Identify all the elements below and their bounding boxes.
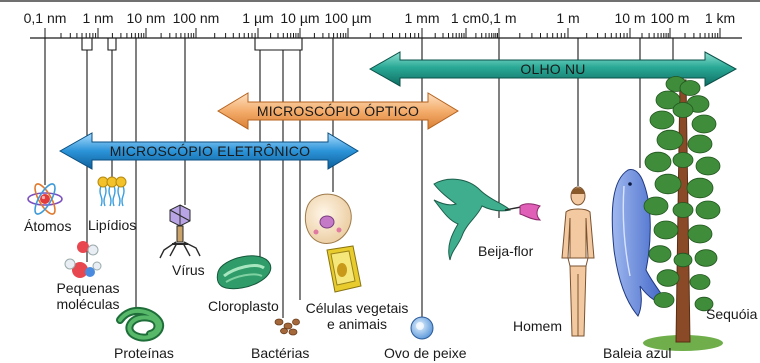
scale-tick-label: 100 m [651, 10, 690, 26]
scale-tick-label: 0,1 nm [24, 10, 67, 26]
lipids-label: Lipídios [88, 217, 136, 233]
atoms-label: Átomos [24, 218, 71, 234]
electron-microscope-label: MICROSCÓPIO ELETRÔNICO [110, 143, 310, 159]
scale-tick-label: 10 m [614, 10, 645, 26]
cells-label: Células vegetais e animais [302, 300, 412, 332]
scale-tick-label: 1 cm [451, 10, 481, 26]
foliage-clump [696, 157, 720, 175]
small-molecules-icon [65, 241, 101, 278]
foliage-clump [673, 153, 693, 168]
scale-axis [30, 28, 742, 38]
cells-icon [305, 194, 361, 292]
atom-icon [28, 181, 62, 216]
fish-egg-label: Ovo de peixe [384, 345, 467, 361]
sequoia-label: Sequóia [706, 306, 757, 322]
small-molecules-label-line-2: moléculas [52, 296, 124, 312]
naked-eye-label: OLHO NU [520, 61, 585, 77]
viruses-label: Vírus [172, 262, 205, 278]
scale-tick-label: 10 µm [280, 10, 319, 26]
fish-egg-icon [411, 317, 433, 339]
scale-tick-label: 10 nm [127, 10, 166, 26]
foliage-clump [655, 174, 681, 194]
bacteria-label: Bactérias [251, 345, 309, 361]
scale-tick-label: 1 m [556, 10, 579, 26]
foliage-clump [673, 203, 693, 218]
foliage-clump [696, 201, 720, 219]
foliage-clump [644, 197, 668, 215]
proteins-label: Proteínas [114, 345, 174, 361]
foliage-clump [690, 275, 710, 290]
foliage-clump [688, 135, 712, 153]
scale-tick-label: 1 km [705, 10, 735, 26]
hummingbird-label: Beija-flor [478, 243, 533, 259]
scale-tick-label: 100 nm [173, 10, 220, 26]
chloroplast-icon [217, 256, 271, 289]
foliage-clump [654, 221, 678, 239]
foliage-clump [654, 293, 674, 308]
scale-tick-label: 1 nm [82, 10, 113, 26]
foliage-clump [674, 253, 692, 267]
bacteria-icon [275, 319, 300, 335]
human-icon [562, 187, 594, 336]
foliage-clump [688, 225, 712, 243]
scale-tick-label: 100 µm [325, 10, 372, 26]
foliage-clump [673, 103, 693, 118]
light-microscope-label: MICROSCÓPIO ÓPTICO [257, 103, 419, 119]
blue-whale-label: Baleia azul [603, 345, 672, 361]
foliage-clump [645, 152, 671, 172]
foliage-clump [687, 178, 713, 198]
chloroplast-label: Cloroplasto [208, 298, 279, 314]
cells-label-line-2: e animais [302, 316, 412, 332]
small-molecules-label: Pequenas moléculas [52, 280, 124, 312]
scale-tick-label: 0,1 m [481, 10, 516, 26]
foliage-clump [650, 111, 674, 129]
human-label: Homem [513, 318, 562, 334]
small-molecules-label-line-1: Pequenas [52, 280, 124, 296]
foliage-clump [657, 270, 679, 287]
virus-icon [160, 205, 200, 258]
foliage-clump [649, 246, 671, 263]
foliage-clump [695, 250, 717, 267]
foliage-clump [692, 115, 716, 133]
lipid-icon [98, 177, 126, 206]
protein-icon [120, 311, 160, 338]
scale-tick-label: 1 µm [242, 10, 273, 26]
foliage-clump [680, 81, 700, 96]
foliage-clump [657, 130, 683, 150]
scale-tick-label: 1 mm [405, 10, 440, 26]
cells-label-line-1: Células vegetais [302, 300, 412, 316]
